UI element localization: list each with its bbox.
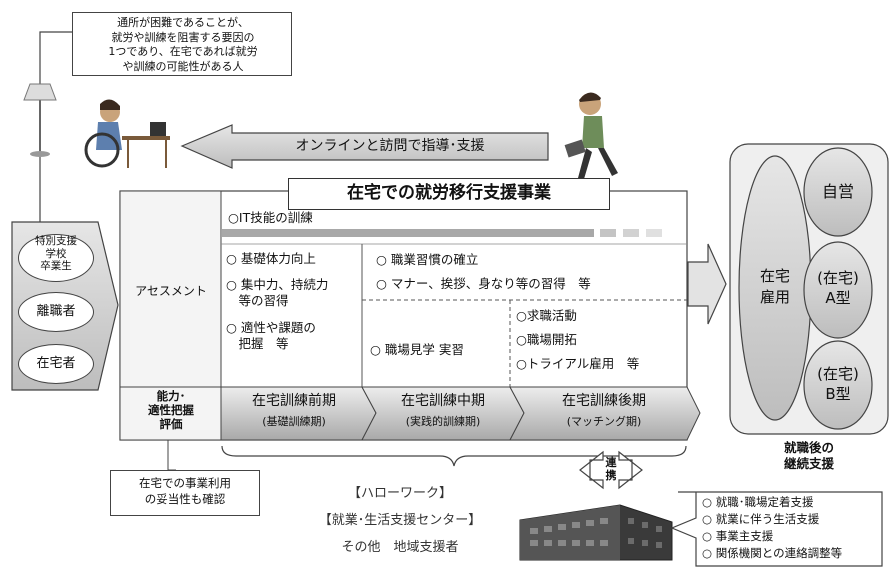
partner-others: その他 地域支援者 — [341, 540, 459, 555]
phase-late-sub: (マッチング期) — [566, 415, 642, 428]
it-skill-label: ○IT技能の訓練 — [228, 210, 313, 225]
left-group-label-1: 特別支援 学校 卒業生 — [35, 235, 77, 273]
left-group-ellipse-3 — [18, 344, 94, 384]
home-employment-label: 在宅 雇用 — [759, 267, 790, 306]
support-item-3: ○ 事業主支援 — [702, 529, 774, 543]
callout-top-box — [72, 12, 292, 76]
support-item-2: ○ 就業に伴う生活支援 — [702, 512, 820, 526]
left-group-ellipse-2 — [18, 292, 94, 332]
left-group-label-2: 離職者 — [36, 304, 76, 319]
phase-middle-name: 在宅訓練中期 — [401, 393, 485, 409]
wheelchair-user-icon — [23, 83, 170, 168]
main-title-box — [288, 178, 610, 210]
phase-early-sub: (基礎訓練期) — [262, 415, 326, 428]
main-title: 在宅での就労移行支援事業 — [347, 183, 551, 203]
phase-late-name: 在宅訓練後期 — [562, 393, 646, 409]
type-a-label: (在宅) A型 — [817, 269, 859, 308]
support-callout-shape — [670, 491, 883, 567]
late-item-2: ○職場開拓 — [516, 332, 577, 347]
type-a-ellipse — [803, 241, 873, 339]
self-employed-ellipse — [803, 147, 873, 237]
office-building-icon — [519, 504, 673, 561]
phases-brace — [221, 445, 687, 467]
evaluation-label: 能力･ 適性把握 評価 — [148, 389, 194, 431]
online-arrow — [180, 124, 549, 169]
workplace-visit: ○ 職場見学 実習 — [370, 342, 464, 357]
late-item-1: ○求職活動 — [516, 308, 577, 323]
walking-supporter-icon — [564, 92, 618, 179]
self-employed-label: 自営 — [821, 182, 854, 201]
callout-bottom-text: 在宅での事業利用 の妥当性も確認 — [139, 476, 231, 506]
partner-support-center: 【就業･生活支援センター】 — [318, 513, 482, 528]
outcome-arrow — [687, 243, 727, 325]
left-group-ellipse-1 — [18, 234, 94, 282]
type-b-ellipse — [803, 340, 873, 430]
phase-late-shape — [509, 386, 701, 441]
online-arrow-label: オンラインと訪問で指導･支援 — [295, 138, 485, 154]
assessment-label: アセスメント — [135, 284, 207, 298]
cooperation-label: 連 携 — [605, 456, 617, 483]
support-item-1: ○ 就職･職場定着支援 — [702, 495, 814, 509]
callout-connector — [39, 31, 72, 230]
middle-item-1: ○ 職業習慣の確立 — [376, 252, 479, 267]
early-item-2: ○ 集中力、持続力 等の習得 — [226, 277, 329, 309]
phase-early-name: 在宅訓練前期 — [252, 393, 336, 409]
middle-item-2: ○ マナー、挨拶、身なり等の習得 等 — [376, 276, 591, 291]
phase-middle-sub: (実践的訓練期) — [405, 415, 481, 428]
type-b-label: (在宅) B型 — [817, 365, 859, 404]
it-training-bar — [222, 229, 594, 237]
callout-bottom-box — [110, 470, 260, 516]
partner-hellowork: 【ハローワーク】 — [347, 486, 452, 501]
callout-top-text: 通所が困難であることが、 就労や訓練を阻害する要因の 1つであり、在宅であれば就… — [108, 16, 258, 73]
support-item-4: ○ 関係機関との連絡調整等 — [702, 546, 843, 560]
late-item-3: ○トライアル雇用 等 — [516, 356, 640, 371]
early-item-1: ○ 基礎体力向上 — [226, 251, 316, 266]
left-group-label-3: 在宅者 — [36, 356, 76, 371]
assessment-column — [119, 190, 222, 441]
early-item-3: ○ 適性や課題の 把握 等 — [226, 320, 316, 352]
continuing-support-label: 就職後の 継続支援 — [783, 440, 834, 471]
